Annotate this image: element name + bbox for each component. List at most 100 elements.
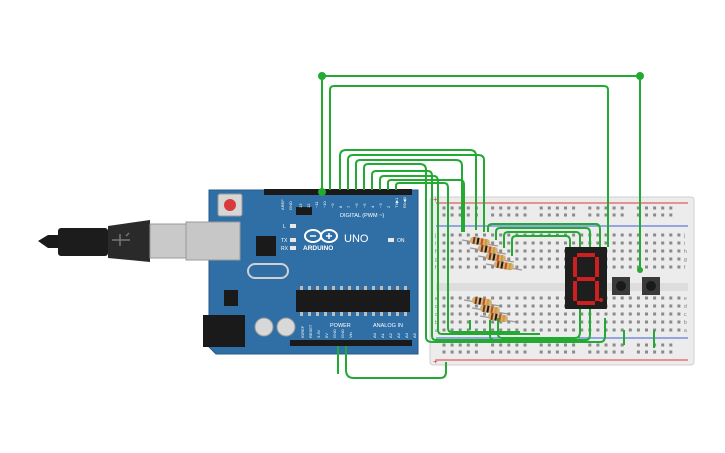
breadboard-hole[interactable] — [531, 257, 535, 261]
rail-hole[interactable] — [507, 206, 511, 210]
rail-hole[interactable] — [564, 213, 567, 217]
wire[interactable] — [489, 309, 591, 341]
breadboard-hole[interactable] — [450, 265, 454, 269]
breadboard-hole[interactable] — [531, 265, 535, 269]
breadboard-hole[interactable] — [523, 241, 527, 245]
breadboard-hole[interactable] — [628, 249, 632, 253]
breadboard-hole[interactable] — [523, 249, 527, 253]
breadboard-hole[interactable] — [572, 312, 576, 316]
resistor[interactable] — [485, 260, 523, 271]
breadboard-hole[interactable] — [612, 312, 616, 316]
breadboard-hole[interactable] — [645, 296, 648, 300]
breadboard-hole[interactable] — [507, 296, 511, 300]
breadboard-hole[interactable] — [442, 257, 446, 261]
breadboard-hole[interactable] — [450, 304, 454, 308]
breadboard-hole[interactable] — [636, 265, 640, 269]
breadboard-hole[interactable] — [620, 296, 624, 300]
resistor[interactable] — [463, 296, 501, 307]
rail-hole[interactable] — [466, 213, 470, 217]
breadboard-hole[interactable] — [491, 233, 495, 237]
usb-b-port[interactable] — [185, 221, 241, 261]
breadboard-hole[interactable] — [677, 304, 681, 308]
breadboard-hole[interactable] — [612, 233, 616, 237]
breadboard-hole[interactable] — [491, 296, 495, 300]
power-jack[interactable] — [203, 315, 245, 347]
breadboard-hole[interactable] — [620, 312, 624, 316]
rail-hole[interactable] — [588, 343, 592, 347]
breadboard-hole[interactable] — [596, 320, 600, 324]
breadboard-hole[interactable] — [620, 249, 624, 253]
rail-hole[interactable] — [458, 213, 462, 217]
breadboard-hole[interactable] — [620, 265, 624, 269]
breadboard-hole[interactable] — [636, 249, 640, 253]
rail-hole[interactable] — [596, 350, 600, 354]
rail-hole[interactable] — [515, 206, 519, 210]
breadboard-hole[interactable] — [515, 312, 519, 316]
breadboard-hole[interactable] — [539, 296, 543, 300]
breadboard-hole[interactable] — [612, 320, 616, 324]
power-analog-header[interactable] — [290, 340, 412, 346]
rail-hole[interactable] — [491, 213, 495, 217]
rail-hole[interactable] — [596, 343, 600, 347]
breadboard-hole[interactable] — [491, 320, 495, 324]
rail-hole[interactable] — [612, 213, 616, 217]
breadboard-hole[interactable] — [523, 296, 527, 300]
breadboard-hole[interactable] — [507, 233, 511, 237]
wire[interactable] — [379, 175, 540, 335]
rail-hole[interactable] — [515, 343, 519, 347]
rail-hole[interactable] — [604, 350, 608, 354]
breadboard-hole[interactable] — [523, 304, 527, 308]
breadboard-hole[interactable] — [458, 265, 462, 269]
rail-hole[interactable] — [466, 343, 470, 347]
breadboard-hole[interactable] — [539, 328, 543, 332]
breadboard-hole[interactable] — [547, 249, 551, 253]
resistors[interactable] — [461, 236, 523, 323]
breadboard-hole[interactable] — [620, 320, 624, 324]
breadboard-hole[interactable] — [507, 241, 511, 245]
breadboard-hole[interactable] — [628, 241, 632, 245]
wire[interactable] — [487, 223, 601, 247]
reset-button[interactable] — [224, 199, 236, 211]
breadboard-hole[interactable] — [628, 312, 632, 316]
resistor[interactable] — [461, 236, 499, 247]
breadboard-hole[interactable] — [474, 265, 478, 269]
breadboard-hole[interactable] — [547, 312, 551, 316]
breadboard-hole[interactable] — [515, 265, 519, 269]
breadboard-hole[interactable] — [466, 233, 470, 237]
breadboard-hole[interactable] — [442, 320, 446, 324]
breadboard-hole[interactable] — [564, 328, 567, 332]
rail-hole[interactable] — [442, 350, 446, 354]
push-button-1[interactable] — [612, 277, 630, 295]
rail-hole[interactable] — [572, 343, 576, 347]
breadboard-hole[interactable] — [555, 320, 559, 324]
rail-hole[interactable] — [499, 206, 503, 210]
rail-hole[interactable] — [539, 343, 543, 347]
breadboard-hole[interactable] — [442, 304, 446, 308]
breadboard-hole[interactable] — [466, 249, 470, 253]
rail-hole[interactable] — [645, 213, 648, 217]
rail-hole[interactable] — [604, 213, 608, 217]
breadboard-hole[interactable] — [669, 241, 673, 245]
breadboard-hole[interactable] — [669, 296, 673, 300]
rail-hole[interactable] — [458, 343, 462, 347]
breadboard-hole[interactable] — [661, 241, 665, 245]
rail-hole[interactable] — [507, 213, 511, 217]
rail-hole[interactable] — [458, 350, 462, 354]
rail-hole[interactable] — [458, 206, 462, 210]
breadboard-hole[interactable] — [450, 249, 454, 253]
rail-hole[interactable] — [636, 350, 640, 354]
breadboard-hole[interactable] — [458, 328, 462, 332]
button-2-cap[interactable] — [646, 281, 656, 291]
rail-hole[interactable] — [653, 350, 657, 354]
breadboard-hole[interactable] — [515, 249, 519, 253]
rail-hole[interactable] — [491, 343, 495, 347]
breadboard-hole[interactable] — [669, 257, 673, 261]
rail-hole[interactable] — [669, 206, 673, 210]
breadboard-hole[interactable] — [612, 296, 616, 300]
breadboard-hole[interactable] — [596, 233, 600, 237]
breadboard-hole[interactable] — [555, 304, 559, 308]
rail-hole[interactable] — [547, 213, 551, 217]
wire[interactable] — [345, 346, 447, 379]
breadboard-hole[interactable] — [604, 233, 608, 237]
breadboard-hole[interactable] — [523, 320, 527, 324]
